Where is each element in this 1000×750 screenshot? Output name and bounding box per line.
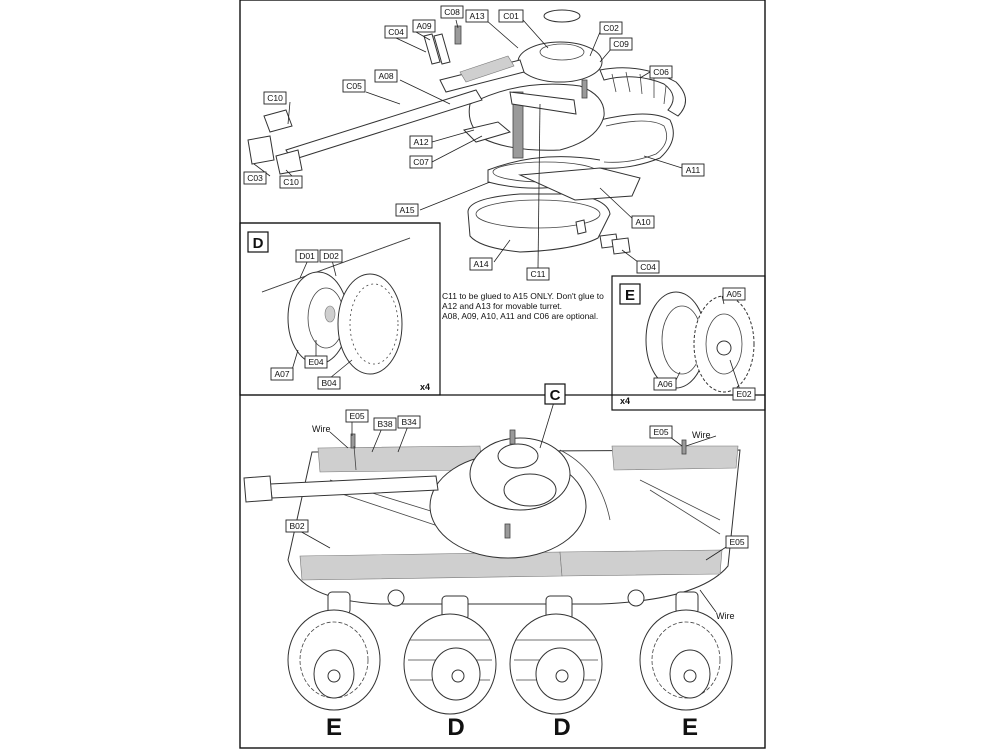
svg-text:E04: E04 bbox=[308, 357, 323, 367]
svg-text:B02: B02 bbox=[289, 521, 304, 531]
svg-text:C09: C09 bbox=[613, 39, 629, 49]
wheel-letter-4: E bbox=[682, 714, 698, 741]
callout-a08: A08 bbox=[374, 69, 398, 83]
callout-a06: A06 bbox=[653, 377, 677, 391]
callout-d02: D02 bbox=[319, 249, 343, 263]
section-marker-d: D bbox=[247, 231, 269, 253]
callout-d01: D01 bbox=[295, 249, 319, 263]
road-wheel-row bbox=[287, 609, 733, 715]
svg-text:C03: C03 bbox=[247, 173, 263, 183]
svg-text:C01: C01 bbox=[503, 11, 519, 21]
svg-text:E05: E05 bbox=[653, 427, 668, 437]
wire-label-left: Wire bbox=[312, 424, 331, 434]
svg-text:D02: D02 bbox=[323, 251, 339, 261]
assembly-note: C11 to be glued to A15 ONLY. Don't glue … bbox=[442, 291, 604, 321]
callout-e05-right-top: E05 bbox=[649, 425, 673, 439]
svg-text:A07: A07 bbox=[274, 369, 289, 379]
callout-c02: C02 bbox=[599, 21, 623, 35]
svg-text:E05: E05 bbox=[729, 537, 744, 547]
svg-text:A14: A14 bbox=[473, 259, 488, 269]
callout-c07: C07 bbox=[409, 155, 433, 169]
callout-c08: C08 bbox=[440, 5, 464, 19]
callout-a13: A13 bbox=[465, 9, 489, 23]
svg-text:D01: D01 bbox=[299, 251, 315, 261]
svg-text:C02: C02 bbox=[603, 23, 619, 33]
callout-a07: A07 bbox=[270, 367, 294, 381]
wire-label-right-top: Wire bbox=[692, 430, 711, 440]
svg-text:A12: A12 bbox=[413, 137, 428, 147]
svg-text:E02: E02 bbox=[736, 389, 751, 399]
svg-text:B34: B34 bbox=[401, 417, 416, 427]
svg-text:C06: C06 bbox=[653, 67, 669, 77]
callout-a15: A15 bbox=[395, 203, 419, 217]
callout-c03: C03 bbox=[243, 171, 267, 185]
wheel-letter-2: D bbox=[447, 714, 464, 741]
callout-e02: E02 bbox=[732, 387, 756, 401]
svg-text:A08: A08 bbox=[378, 71, 393, 81]
svg-text:A05: A05 bbox=[726, 289, 741, 299]
callout-a05: A05 bbox=[722, 287, 746, 301]
vehicle-hull-view bbox=[243, 429, 741, 621]
note-line-3: A08, A09, A10, A11 and C06 are optional. bbox=[442, 311, 598, 321]
callout-b02: B02 bbox=[285, 519, 309, 533]
svg-text:A13: A13 bbox=[469, 11, 484, 21]
svg-text:C: C bbox=[550, 387, 561, 404]
svg-text:D: D bbox=[253, 235, 264, 252]
section-marker-e: E bbox=[619, 283, 641, 305]
callout-e05-right-bottom: E05 bbox=[725, 535, 749, 549]
note-line-1: C11 to be glued to A15 ONLY. Don't glue … bbox=[442, 291, 604, 301]
callout-c09: C09 bbox=[609, 37, 633, 51]
svg-text:C08: C08 bbox=[444, 7, 460, 17]
multiplier-e-panel: x4 bbox=[620, 396, 630, 406]
svg-text:C05: C05 bbox=[346, 81, 362, 91]
svg-text:C04: C04 bbox=[640, 262, 656, 272]
svg-text:C11: C11 bbox=[531, 269, 546, 279]
svg-text:B04: B04 bbox=[321, 378, 336, 388]
callout-c10-b: C10 bbox=[279, 175, 303, 189]
svg-text:C10: C10 bbox=[267, 93, 283, 103]
section-marker-c: C bbox=[544, 383, 566, 405]
callout-c04-top: C04 bbox=[384, 25, 408, 39]
callout-c04-bottom: C04 bbox=[636, 260, 660, 274]
multiplier-d-panel: x4 bbox=[420, 382, 430, 392]
svg-text:E05: E05 bbox=[349, 411, 364, 421]
svg-text:C10: C10 bbox=[283, 177, 299, 187]
callout-e04: E04 bbox=[304, 355, 328, 369]
panel-d-wheel-detail bbox=[261, 237, 411, 375]
callout-a14: A14 bbox=[469, 257, 493, 271]
wheel-letter-1: E bbox=[326, 714, 342, 741]
svg-text:A10: A10 bbox=[635, 217, 650, 227]
svg-text:B38: B38 bbox=[377, 419, 392, 429]
leader-lines bbox=[253, 19, 741, 613]
turret-exploded-view bbox=[247, 9, 686, 255]
svg-text:A09: A09 bbox=[416, 21, 431, 31]
wire-label-right-bottom: Wire bbox=[716, 611, 735, 621]
callout-b38: B38 bbox=[373, 417, 397, 431]
svg-text:C04: C04 bbox=[388, 27, 404, 37]
svg-text:A15: A15 bbox=[399, 205, 414, 215]
panel-e-wheel-detail bbox=[645, 291, 755, 393]
callout-a11: A11 bbox=[681, 163, 705, 177]
callout-a09: A09 bbox=[412, 19, 436, 33]
svg-text:C07: C07 bbox=[413, 157, 429, 167]
svg-text:A06: A06 bbox=[657, 379, 672, 389]
callout-c11: C11 bbox=[526, 267, 550, 281]
callout-c01: C01 bbox=[498, 9, 524, 23]
note-line-2: A12 and A13 for movable turret. bbox=[442, 301, 562, 311]
callout-c06: C06 bbox=[649, 65, 673, 79]
wheel-letter-3: D bbox=[553, 714, 570, 741]
panel-frames bbox=[239, 0, 766, 749]
callout-a10: A10 bbox=[631, 215, 655, 229]
svg-text:A11: A11 bbox=[686, 165, 701, 175]
callout-c10-a: C10 bbox=[263, 91, 287, 105]
callout-a12: A12 bbox=[409, 135, 433, 149]
callout-e05-left: E05 bbox=[345, 409, 369, 423]
svg-text:E: E bbox=[625, 287, 635, 304]
callout-b04: B04 bbox=[317, 376, 341, 390]
callout-b34: B34 bbox=[397, 415, 421, 429]
callout-c05: C05 bbox=[342, 79, 366, 93]
